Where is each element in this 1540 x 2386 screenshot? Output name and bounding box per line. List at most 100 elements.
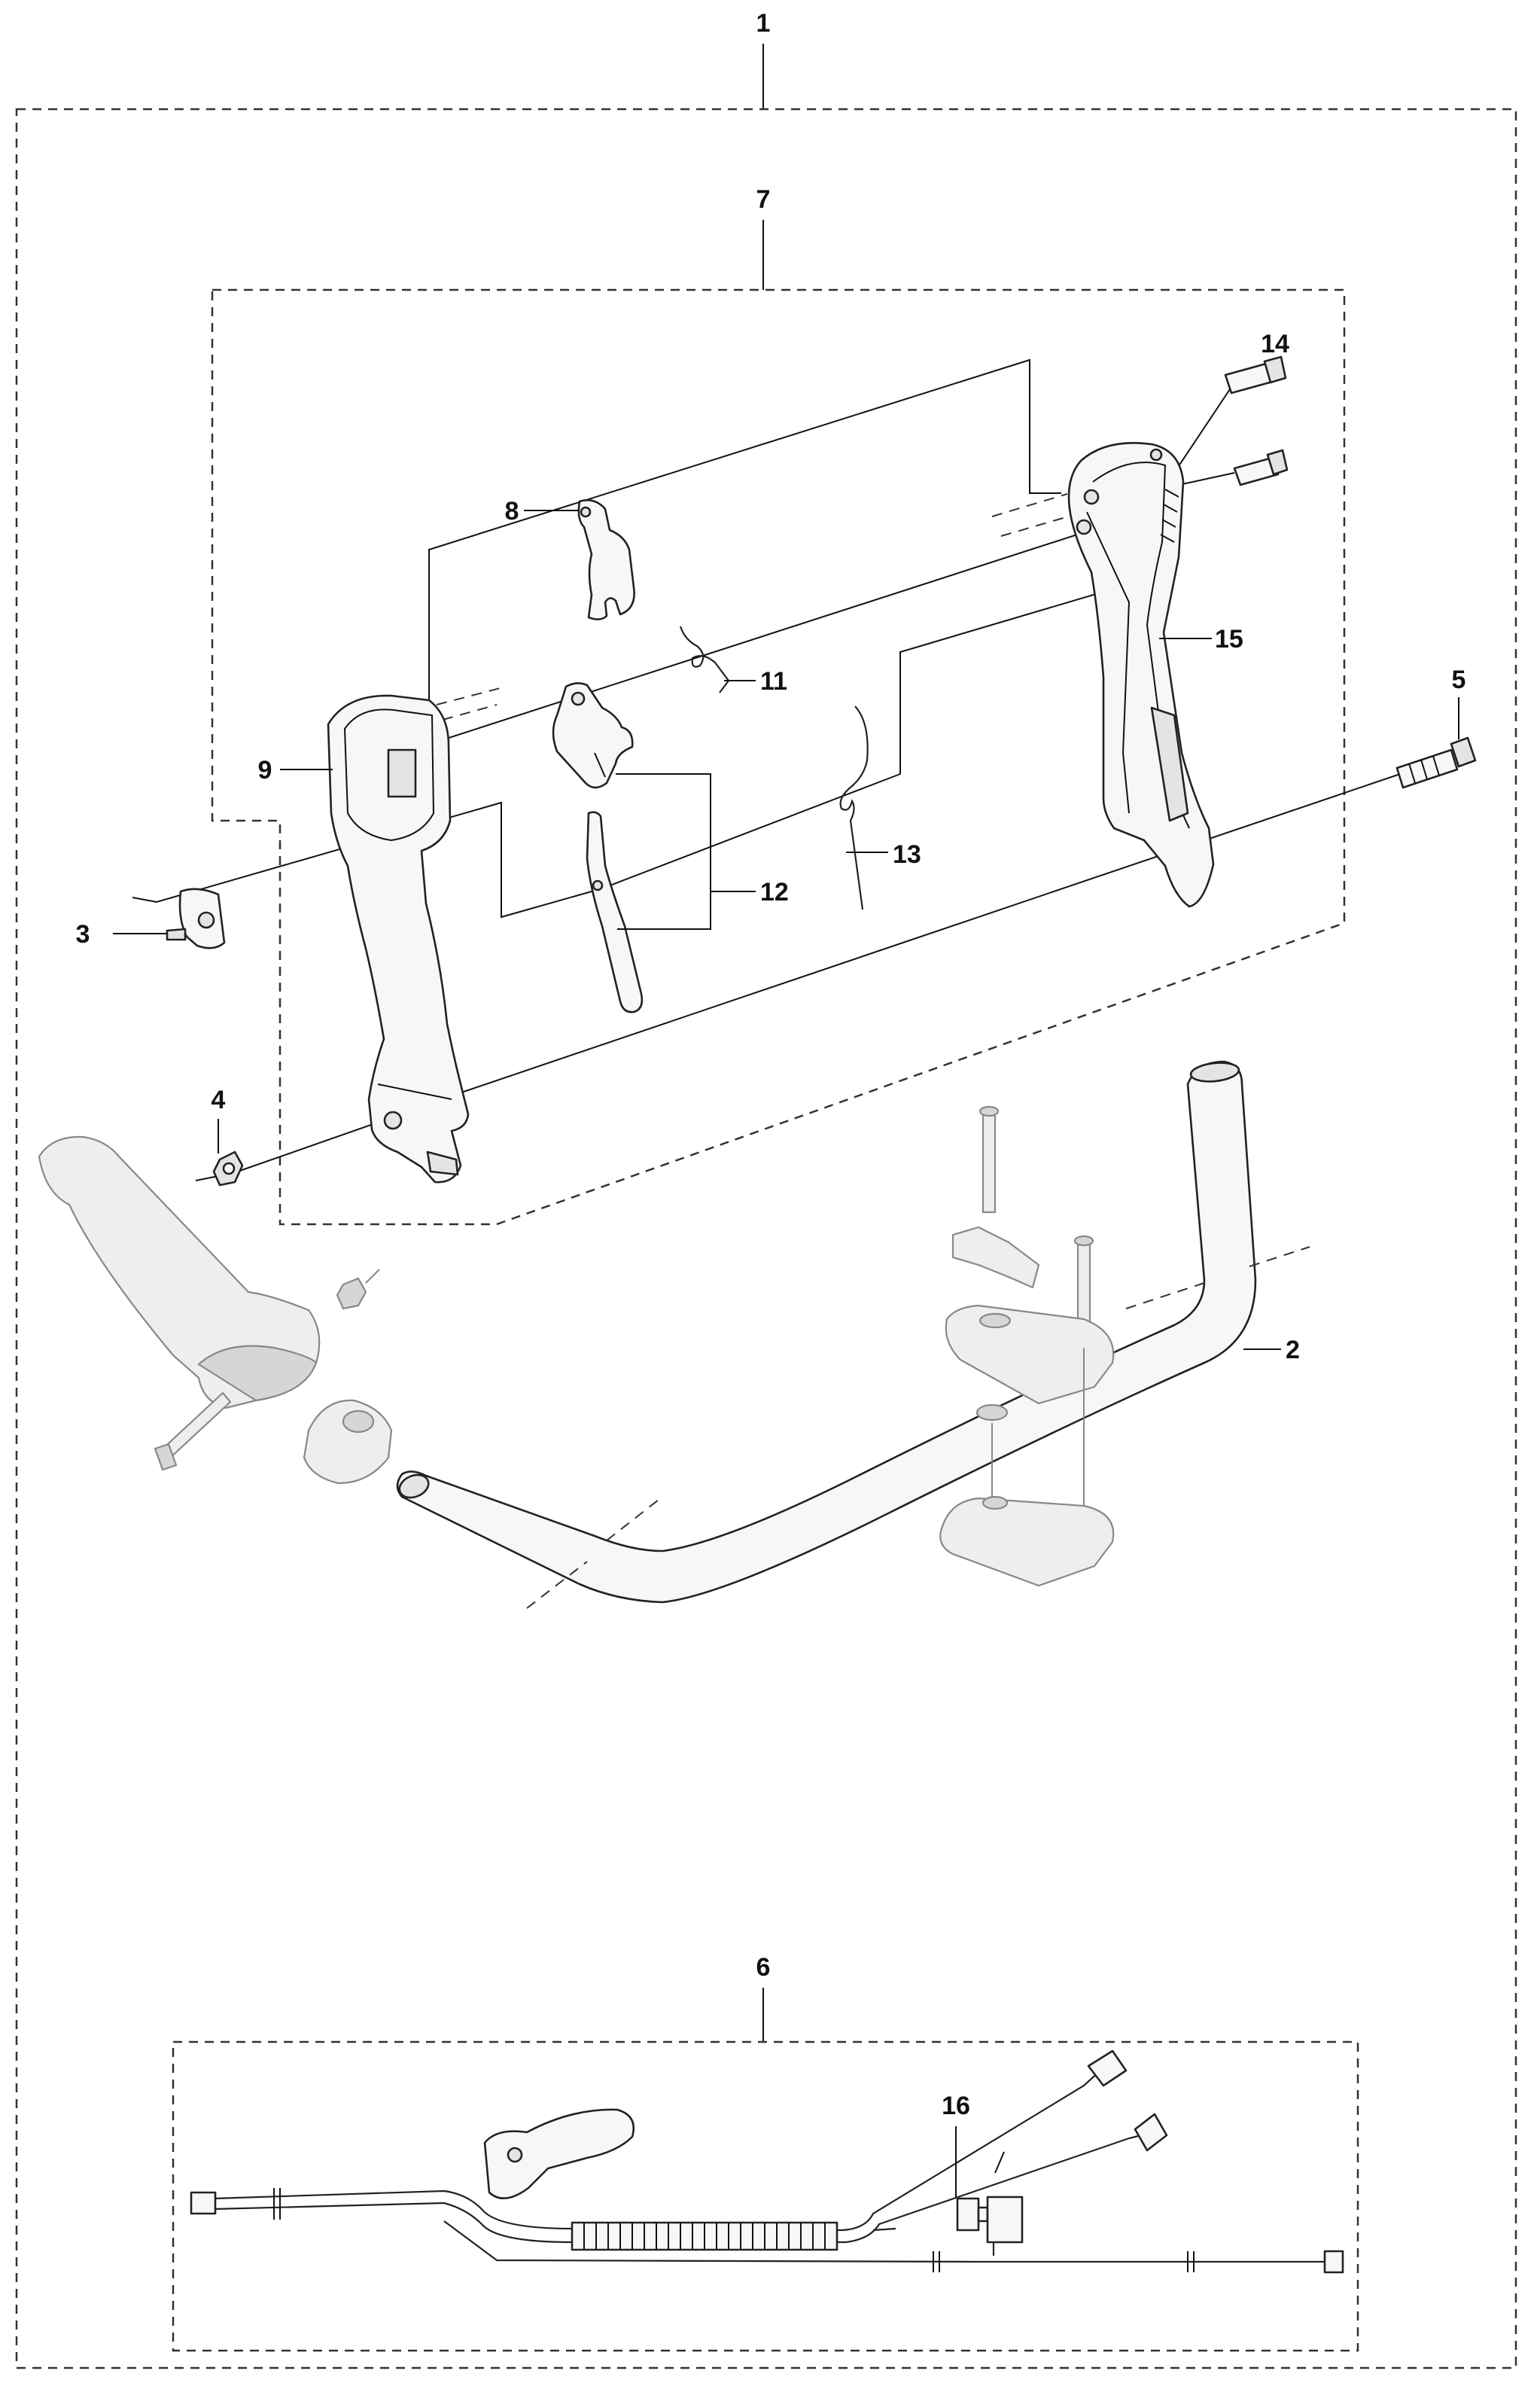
assembly-1-frame xyxy=(15,108,1517,2369)
callout-2: 2 xyxy=(1243,1336,1300,1364)
callout-13: 13 xyxy=(846,840,921,869)
trigger-lower-body xyxy=(586,811,644,1013)
housing-9-base-line xyxy=(377,1083,452,1100)
callout-16-label: 16 xyxy=(942,2092,970,2120)
grip-assembly-grey xyxy=(38,1135,393,1485)
grip-clamp-hole xyxy=(342,1409,375,1434)
grip-collar xyxy=(197,1345,318,1402)
harness-wire-main xyxy=(213,2070,1101,2232)
harness-joint xyxy=(872,2227,896,2232)
handle-housing-right-15 xyxy=(1067,442,1215,908)
callout-16: 16 xyxy=(942,2092,970,2197)
handlebar-clamp-grey xyxy=(939,1105,1115,1587)
throttle-cable xyxy=(443,2220,1325,2263)
harness-trigger-pivot xyxy=(507,2147,523,2163)
callout-15: 15 xyxy=(1159,625,1243,654)
callout-13-label: 13 xyxy=(893,840,921,869)
housing-15-rib xyxy=(1086,511,1131,814)
axis-screw-upper xyxy=(443,526,1101,740)
handlebar-axis-left xyxy=(526,1561,588,1609)
bolt-5-thread xyxy=(1395,748,1459,789)
callout-12-bracket xyxy=(616,773,711,930)
callout-3-label: 3 xyxy=(76,920,90,949)
axis-trigger-path xyxy=(132,584,1130,919)
grip-nut xyxy=(336,1277,367,1310)
housing-15-hole-3 xyxy=(1149,448,1163,462)
break-mark-3 xyxy=(1187,2251,1195,2272)
handlebar-axis-left-2 xyxy=(606,1496,663,1541)
harness-terminal-right xyxy=(1134,2113,1168,2152)
callout-9: 9 xyxy=(258,756,333,785)
callout-5: 5 xyxy=(1452,666,1466,739)
break-mark-4 xyxy=(994,2151,1005,2174)
throttle-lock-8 xyxy=(577,499,635,620)
callout-4: 4 xyxy=(212,1086,226,1153)
housing-9-face xyxy=(343,708,435,842)
clamp-bolt-1-head xyxy=(978,1105,1000,1117)
switch-3-terminal xyxy=(166,928,187,941)
callout-5-label: 5 xyxy=(1452,666,1466,694)
housing-9-tube-stub xyxy=(426,1150,459,1176)
throttle-cable-harness xyxy=(190,2049,1344,2274)
harness-terminal-top xyxy=(1087,2049,1128,2087)
clamp-bolt-1-shank xyxy=(982,1111,997,1214)
clamp-wing-nut xyxy=(951,1226,1040,1289)
trigger-upper-12 xyxy=(552,682,634,789)
callout-11: 11 xyxy=(724,667,787,696)
axis-dash-3 xyxy=(991,493,1068,517)
axis-dash-2 xyxy=(442,704,498,721)
axis-dash-4 xyxy=(1000,511,1085,537)
trigger-upper-slot xyxy=(594,752,606,778)
screw-14b-shank xyxy=(1233,456,1280,486)
axis-lock-to-housing xyxy=(428,358,1061,727)
axis-bolt-5 xyxy=(458,770,1410,1094)
clamp-bolt-2-head xyxy=(1073,1235,1094,1247)
trigger-lower-12 xyxy=(586,811,644,1013)
housing-15-hole-2 xyxy=(1076,519,1092,535)
assembly-axis-lines xyxy=(132,358,1410,1181)
switch-3-button xyxy=(197,911,215,929)
callout-9-label: 9 xyxy=(258,756,272,785)
harness-trigger xyxy=(483,2108,635,2199)
callout-6: 6 xyxy=(756,1953,771,2042)
harness-sleeve-ribs xyxy=(583,2223,826,2250)
callout-11-label: 11 xyxy=(760,667,787,696)
callout-1: 1 xyxy=(756,9,770,109)
bolt-5-head xyxy=(1450,736,1477,768)
housing-15-hole-1 xyxy=(1083,489,1100,505)
callout-15-label: 15 xyxy=(1215,625,1243,654)
nut-4-hole xyxy=(222,1162,236,1175)
grip-nut-axis xyxy=(365,1269,380,1284)
handle-kit-frame xyxy=(211,288,1346,1226)
handlebar-axis-right xyxy=(1125,1282,1205,1309)
callout-6-label: 6 xyxy=(756,1953,771,1982)
cable-adjuster-thread xyxy=(977,2206,989,2223)
callout-14: 14 xyxy=(1261,330,1289,358)
housing-15-teeth xyxy=(1160,489,1179,543)
break-mark-1 xyxy=(273,2188,281,2220)
callout-8: 8 xyxy=(505,497,580,526)
harness-wire-second xyxy=(213,2134,1142,2244)
handle-housing-left-9 xyxy=(327,694,470,1184)
stop-switch-3 xyxy=(166,888,226,949)
throttle-lock-pivot xyxy=(580,506,592,518)
clamp-lower xyxy=(939,1497,1115,1587)
housing-9-switch-window xyxy=(387,748,417,798)
callout-7-label: 7 xyxy=(756,185,771,214)
bolt-5-threads xyxy=(1408,755,1440,784)
grip-screw-head xyxy=(154,1443,178,1471)
trigger-lower-pivot xyxy=(592,879,604,891)
callout-8-label: 8 xyxy=(505,497,519,526)
spring-11 xyxy=(679,626,730,693)
cable-adjuster-body xyxy=(986,2196,1024,2244)
callout-14-label: 14 xyxy=(1261,330,1289,358)
callout-12-label: 12 xyxy=(760,878,789,907)
grip-clamp xyxy=(303,1399,393,1485)
clamp-upper xyxy=(945,1304,1115,1405)
trigger-upper-body xyxy=(552,682,634,789)
screw-14-head xyxy=(1263,355,1287,384)
throttle-lock-body xyxy=(577,499,635,620)
housing-9-bolt-hole xyxy=(383,1111,403,1130)
spring-11-coil xyxy=(679,626,730,693)
